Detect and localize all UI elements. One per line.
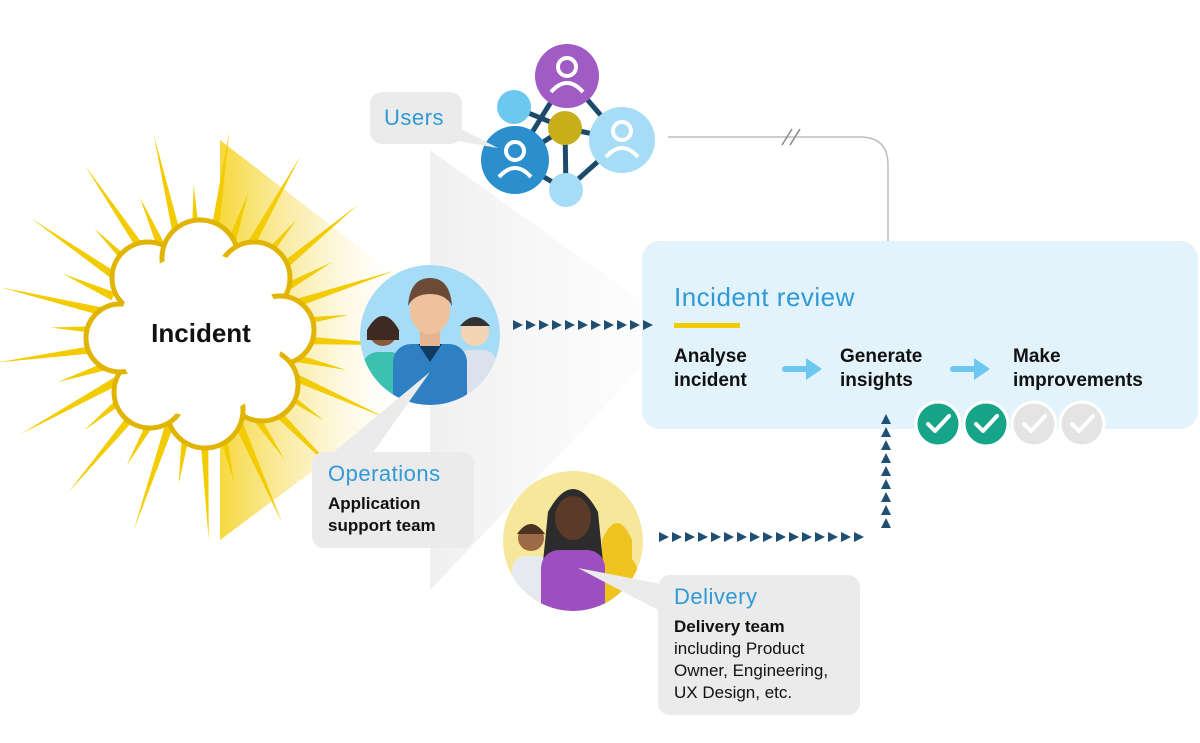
delivery-arrow-dot xyxy=(828,532,838,542)
step-arrow-icon xyxy=(782,358,822,380)
delivery-team-label: Delivery team xyxy=(674,617,785,636)
check-pending-icon xyxy=(1058,400,1106,448)
burst-ray xyxy=(139,197,166,250)
delivery-arrow-dot xyxy=(881,518,891,528)
ops-arrow-dot xyxy=(591,320,601,330)
check-pending-icon xyxy=(1010,400,1058,448)
burst-ray xyxy=(68,405,143,493)
delivery-arrow-dot xyxy=(881,479,891,489)
step-generate-insights: Generate insights xyxy=(840,345,922,393)
burst-ray xyxy=(284,369,388,419)
burst-ray xyxy=(153,135,183,244)
break-mark-icon xyxy=(781,128,801,146)
delivery-arrow-dot xyxy=(659,532,669,542)
delivery-line3: UX Design, etc. xyxy=(674,683,793,702)
delivery-arrow-dot xyxy=(841,532,851,542)
delivery-arrow-dot xyxy=(698,532,708,542)
delivery-arrow-dot xyxy=(737,532,747,542)
delivery-arrow-dot xyxy=(881,414,891,424)
ops-arrow-dot xyxy=(565,320,575,330)
delivery-arrow-dot xyxy=(672,532,682,542)
operations-line1: Application xyxy=(328,494,421,513)
step-line: incident xyxy=(674,370,747,391)
delivery-arrow-dot xyxy=(802,532,812,542)
delivery-arrow-dot xyxy=(881,505,891,515)
burst-ray xyxy=(270,204,359,278)
delivery-line1: including Product xyxy=(674,639,805,658)
ops-arrow-dot xyxy=(604,320,614,330)
ops-arrow-dot xyxy=(552,320,562,330)
ops-arrow-dot xyxy=(539,320,549,330)
users-connector-line xyxy=(668,136,889,268)
users-network-icon xyxy=(481,44,655,207)
delivery-callout-pointer xyxy=(578,568,682,610)
burst-ray xyxy=(31,218,125,285)
delivery-line2: Owner, Engineering, xyxy=(674,661,829,680)
review-title-underline xyxy=(674,323,740,328)
incident-burst-icon xyxy=(0,132,405,540)
delivery-title: Delivery xyxy=(674,584,758,609)
ops-arrow-dot xyxy=(617,320,627,330)
burst-ray xyxy=(199,429,209,540)
operations-line2: support team xyxy=(328,516,436,535)
delivery-arrow-dot xyxy=(881,466,891,476)
check-complete-icon xyxy=(914,400,962,448)
burst-ray xyxy=(20,377,119,435)
incident-review-panel xyxy=(642,241,1198,429)
delivery-arrow-dot xyxy=(854,532,864,542)
focus-beam xyxy=(430,150,640,590)
operations-title: Operations xyxy=(328,461,441,486)
delivery-arrow-dot xyxy=(711,532,721,542)
step-line: insights xyxy=(840,370,913,391)
step-arrow-icon xyxy=(950,358,990,380)
operations-callout: Operations Application support team xyxy=(312,452,474,548)
users-label: Users xyxy=(384,105,444,130)
delivery-arrow-dot xyxy=(815,532,825,542)
ops-arrow-dot xyxy=(513,320,523,330)
burst-ray xyxy=(63,273,116,301)
step-line: Make xyxy=(1013,346,1061,367)
delivery-arrow-dot xyxy=(881,440,891,450)
check-complete-icon xyxy=(962,400,1010,448)
delivery-arrow-dot xyxy=(685,532,695,542)
burst-ray xyxy=(84,165,151,259)
burst-ray xyxy=(234,420,283,523)
step-line: Generate xyxy=(840,346,923,367)
step-line: Analyse xyxy=(674,346,747,367)
delivery-arrow-dot xyxy=(881,492,891,502)
incident-label: Incident xyxy=(151,318,251,348)
ops-arrow-dot xyxy=(630,320,640,330)
delivery-arrow-dot xyxy=(881,453,891,463)
delivery-arrow-dot xyxy=(789,532,799,542)
ops-arrow-dot xyxy=(643,320,653,330)
step-line: improvements xyxy=(1013,370,1143,391)
burst-ray xyxy=(0,343,107,363)
burst-ray xyxy=(0,287,109,318)
burst-ray xyxy=(281,262,332,293)
delivery-arrow-dot xyxy=(763,532,773,542)
operations-callout-pointer xyxy=(330,372,430,460)
burst-ray xyxy=(242,156,301,255)
delivery-arrow-dot xyxy=(750,532,760,542)
burst-ray xyxy=(288,270,395,310)
step-make-improvements: Make improvements xyxy=(1013,345,1143,393)
burst-ray xyxy=(291,352,346,370)
step-analyse-incident: Analyse incident xyxy=(674,345,747,393)
users-callout: Users xyxy=(370,92,462,144)
delivery-arrow-dot xyxy=(776,532,786,542)
delivery-callout: Delivery Delivery team including Product… xyxy=(658,575,860,715)
ops-arrow-dot xyxy=(526,320,536,330)
delivery-team-avatar xyxy=(503,471,643,611)
delivery-arrow-dot xyxy=(724,532,734,542)
burst-ray xyxy=(134,423,174,530)
delivery-arrow-dot xyxy=(881,427,891,437)
ops-arrow-dot xyxy=(578,320,588,330)
review-title: Incident review xyxy=(674,282,855,312)
burst-ray xyxy=(209,132,230,242)
